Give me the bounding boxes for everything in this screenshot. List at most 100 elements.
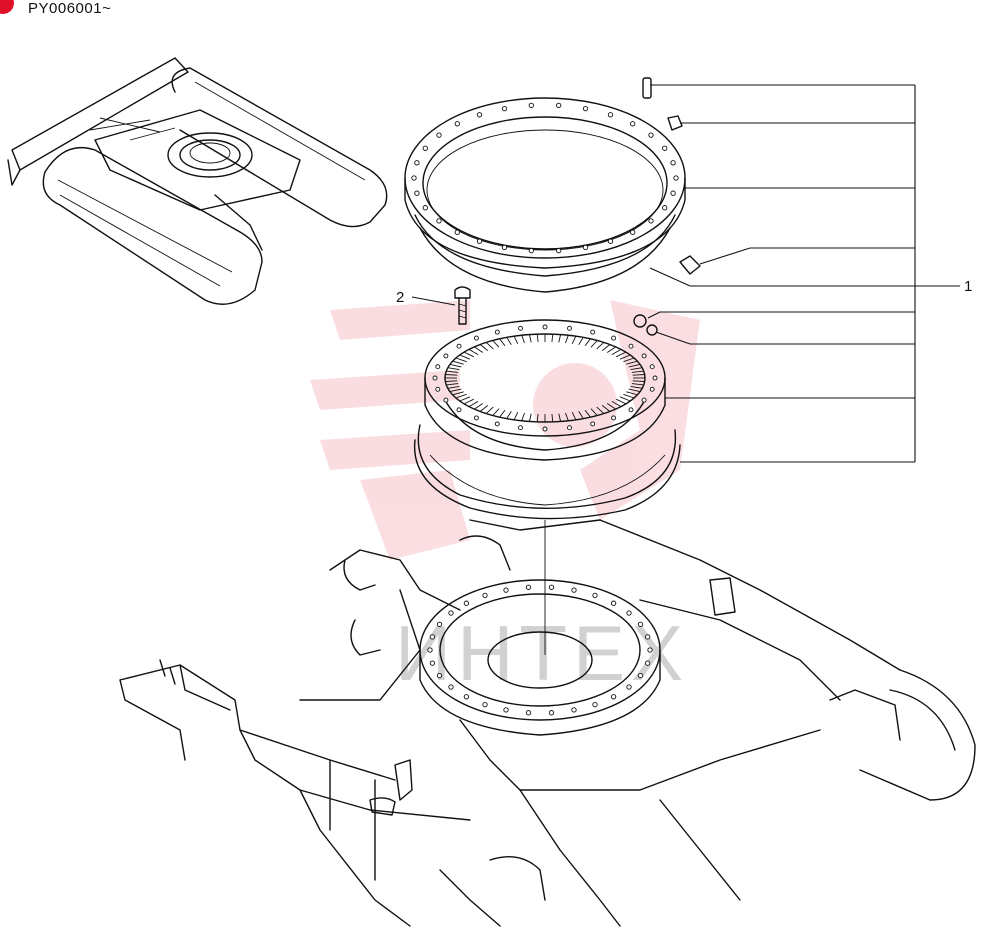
machine-thumbnail <box>7 57 388 305</box>
gear-tooth <box>626 360 638 365</box>
gear-tooth <box>611 401 622 407</box>
gear-tooth <box>578 337 584 345</box>
gear-tooth <box>463 351 474 358</box>
bolt-hole <box>542 324 548 330</box>
gear-tooth <box>571 336 577 344</box>
bolt-hole <box>436 132 442 138</box>
bolt-hole <box>592 592 598 599</box>
gear-tooth <box>611 349 622 355</box>
gear-tooth <box>446 383 459 386</box>
bolt-hole <box>649 386 655 392</box>
bolt-hole <box>673 175 679 181</box>
bolt-hole <box>644 660 651 666</box>
bolt-hole <box>448 610 454 616</box>
bolt-hole <box>432 375 438 381</box>
gear-tooth <box>606 403 616 410</box>
bolt-hole <box>641 353 647 359</box>
gear-tooth <box>452 360 464 365</box>
bolt-hole <box>652 375 658 381</box>
bolt-hole <box>641 397 647 403</box>
gear-tooth <box>590 408 598 416</box>
gear-tooth <box>485 406 494 414</box>
watermark-text: ИНТЕХ <box>395 609 689 697</box>
bolt-hole <box>567 325 572 331</box>
bolt-hole <box>611 335 617 341</box>
gear-tooth <box>584 409 591 418</box>
bolt-hole <box>556 247 562 254</box>
bolt-hole <box>556 102 562 109</box>
bolt-hole <box>592 701 598 708</box>
gear-tooth <box>446 370 459 373</box>
gear-tooth <box>630 385 643 389</box>
gear-tooth <box>590 340 598 348</box>
bolt-hole <box>414 160 420 166</box>
bolt-hole <box>630 121 636 127</box>
gear-tooth <box>616 351 627 358</box>
gear-tooth <box>631 370 644 373</box>
bolt-hole <box>501 244 508 251</box>
gear-tooth <box>628 363 641 368</box>
gear-tooth <box>499 338 506 347</box>
gear-tooth <box>528 413 532 422</box>
gear-tooth <box>492 408 500 416</box>
gear-tooth <box>623 393 635 399</box>
gear-tooth <box>536 413 539 422</box>
bolt-hole <box>436 621 443 628</box>
bolt-hole <box>414 190 420 196</box>
gear-tooth <box>558 334 562 343</box>
gear-tooth <box>551 334 554 343</box>
bolt-hole <box>647 647 653 653</box>
bolt-hole <box>644 634 651 640</box>
bolt-hole <box>628 407 634 413</box>
gear-tooth <box>626 391 638 396</box>
gear-tooth <box>631 383 644 386</box>
serial-range-label: PY006001~ <box>28 0 112 17</box>
bolt-hole <box>670 160 676 166</box>
bolt-hole <box>670 190 676 196</box>
gear-tooth <box>601 344 611 351</box>
bolt-hole <box>427 647 433 653</box>
gear-tooth <box>623 357 635 363</box>
gear-tooth <box>513 336 519 344</box>
gear-tooth <box>551 413 554 422</box>
bolt-hole <box>463 694 470 700</box>
bolt-hole <box>411 175 417 181</box>
bolt-hole <box>548 710 555 716</box>
gear-tooth <box>596 406 605 414</box>
gear-tooth <box>571 412 577 420</box>
bolt-hole <box>501 105 508 112</box>
callout-2: 2 <box>396 289 404 306</box>
bolt-hole <box>630 229 636 235</box>
bolt-hole <box>436 672 443 679</box>
gear-tooth <box>449 363 462 368</box>
bolt-hole <box>662 205 668 211</box>
bolt-hole <box>443 353 449 359</box>
bolt-hole <box>571 707 577 713</box>
gear-tooth <box>528 334 532 343</box>
bolt-hole <box>590 329 596 335</box>
bolt-hole <box>610 694 617 700</box>
bolt-hole <box>454 121 460 127</box>
bolt-hole <box>637 672 644 679</box>
bolt-hole <box>649 364 655 370</box>
bolt-hole <box>611 415 617 421</box>
bolt-hole <box>590 421 596 427</box>
bolt-hole <box>582 244 589 251</box>
inner-gear-ring <box>424 319 666 461</box>
bolt-hole <box>494 421 500 427</box>
gear-tooth <box>479 344 489 351</box>
bolt-hole <box>662 145 668 151</box>
gear-tooth <box>506 337 512 345</box>
bolt-hole <box>518 325 523 331</box>
gear-tooth <box>447 367 460 371</box>
bolt-hole <box>476 112 483 118</box>
gear-tooth <box>468 401 479 407</box>
bolt-hole <box>528 102 534 109</box>
bolt-hole <box>482 701 488 708</box>
gear-tooth <box>619 396 631 402</box>
bolt-hole <box>525 710 532 716</box>
gear-tooth <box>628 388 641 393</box>
bolt-hole <box>422 205 428 211</box>
gear-tooth <box>578 411 584 419</box>
gear-tooth <box>565 412 569 421</box>
